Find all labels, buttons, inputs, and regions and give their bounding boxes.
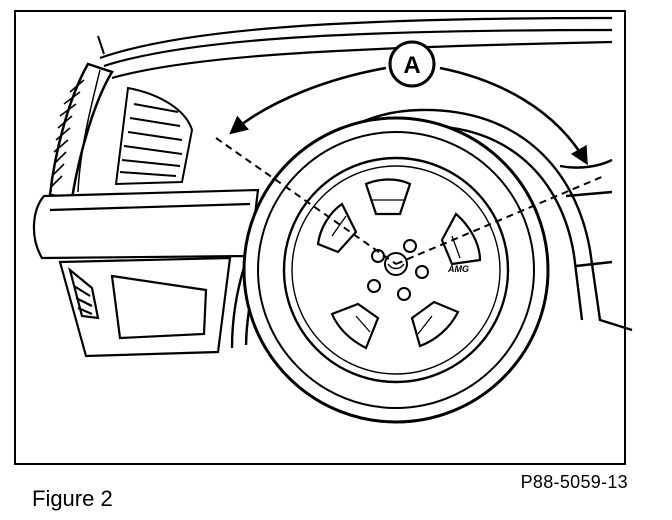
callout-letter: A <box>403 52 420 79</box>
figure-caption: Figure 2 <box>32 486 113 511</box>
wheel-badge: AMG <box>447 264 469 274</box>
fender-wheel-illustration: AMG A <box>32 16 633 424</box>
headlight <box>48 62 114 200</box>
dimension-arc-a <box>229 66 588 166</box>
wheel-assembly: AMG <box>242 116 550 424</box>
reference-code: P88-5059-13 <box>520 472 628 492</box>
tire-inner <box>257 131 535 409</box>
side-marker-lamp <box>114 86 194 186</box>
front-bumper <box>32 188 260 358</box>
hood-line <box>97 16 613 80</box>
callout-a: A <box>388 40 436 88</box>
measurement-lines <box>215 137 605 265</box>
rim <box>282 156 510 384</box>
